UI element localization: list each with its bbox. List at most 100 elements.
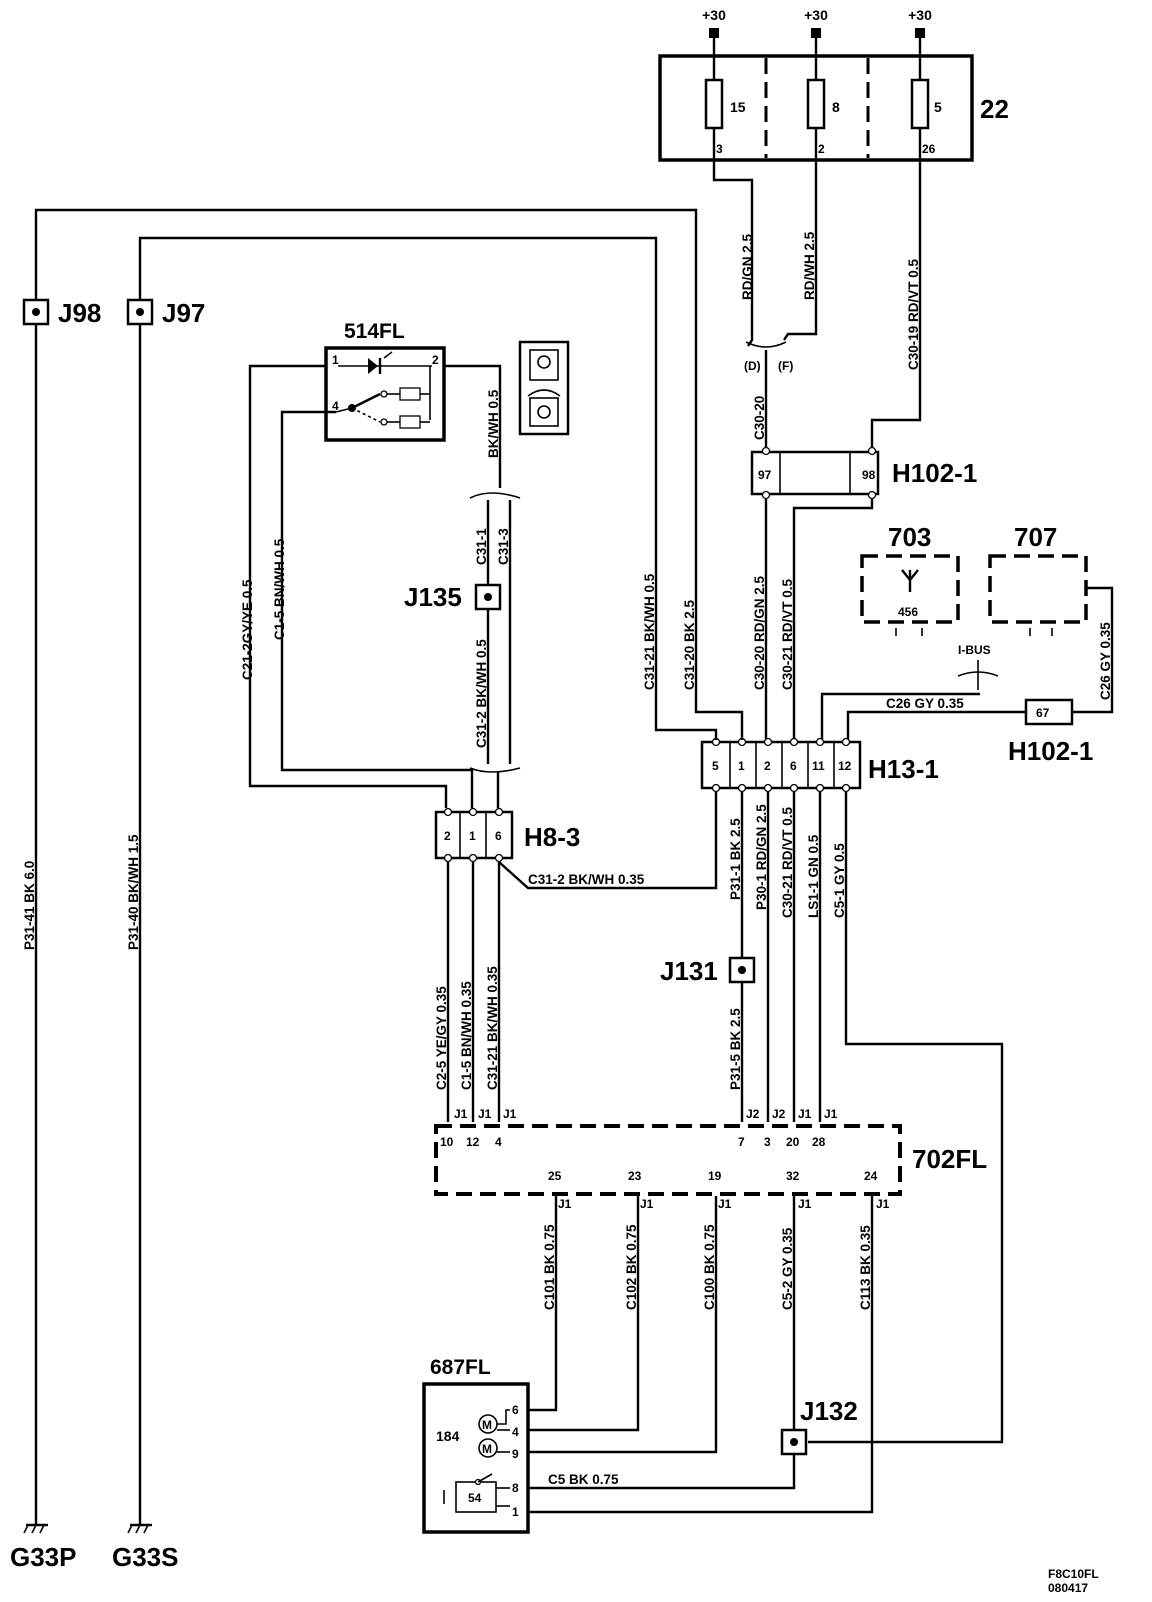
- splice-j98: J98: [22, 298, 101, 328]
- svg-text:G33P: G33P: [10, 1542, 77, 1572]
- supply-feed-2: +30: [804, 7, 828, 80]
- splice-j97: J97: [126, 298, 205, 328]
- svg-text:RD/GN 2.5: RD/GN 2.5: [740, 233, 755, 300]
- i-bus: I-BUS: [957, 643, 999, 690]
- svg-text:H102-1: H102-1: [892, 458, 977, 488]
- svg-text:5: 5: [712, 759, 719, 773]
- svg-text:6: 6: [495, 829, 502, 843]
- svg-text:12: 12: [838, 759, 852, 773]
- connector-h102-1-top: 97 98 H102-1: [750, 446, 977, 500]
- svg-text:LS1-1 GN 0.5: LS1-1 GN 0.5: [806, 834, 821, 918]
- svg-text:C30-21 RD/VT 0.5: C30-21 RD/VT 0.5: [780, 806, 795, 918]
- svg-text:RD/WH 2.5: RD/WH 2.5: [802, 231, 817, 300]
- svg-text:C30-19 RD/VT 0.5: C30-19 RD/VT 0.5: [906, 258, 921, 370]
- fuse-5: [910, 78, 930, 130]
- svg-text:C31-1: C31-1: [474, 528, 489, 565]
- svg-text:M: M: [482, 1418, 492, 1432]
- splice-j132: J132: [780, 1396, 858, 1456]
- svg-text:J132: J132: [800, 1396, 858, 1426]
- supply-feed-3: +30: [908, 7, 932, 80]
- svg-text:P31-5 BK 2.5: P31-5 BK 2.5: [728, 1008, 743, 1090]
- svg-text:P30-1 RD/GN 2.5: P30-1 RD/GN 2.5: [754, 804, 769, 910]
- svg-text:J1: J1: [798, 1107, 812, 1121]
- svg-text:3: 3: [764, 1135, 771, 1149]
- svg-text:H13-1: H13-1: [868, 754, 939, 784]
- svg-text:C1-5 BN/WH 0.35: C1-5 BN/WH 0.35: [459, 981, 474, 1090]
- svg-text:2: 2: [764, 759, 771, 773]
- svg-text:707: 707: [1014, 522, 1057, 552]
- switch-514fl: 514FL 1 2 4: [324, 320, 446, 442]
- svg-text:98: 98: [862, 468, 876, 482]
- svg-text:9: 9: [512, 1447, 519, 1461]
- svg-text:J1: J1: [558, 1197, 572, 1211]
- svg-text:97: 97: [758, 468, 772, 482]
- svg-text:514FL: 514FL: [344, 320, 405, 343]
- splice-j131: J131: [660, 956, 756, 986]
- svg-text:2: 2: [818, 142, 825, 156]
- svg-text:J2: J2: [772, 1107, 786, 1121]
- svg-text:J1: J1: [640, 1197, 654, 1211]
- svg-text:67: 67: [1036, 706, 1050, 720]
- fuse-box-22: +30 +30 +30 15 3 8 2 5 26 22: [658, 7, 1009, 162]
- svg-text:4: 4: [495, 1135, 502, 1149]
- svg-text:23: 23: [628, 1169, 642, 1183]
- lock-icon: [518, 340, 570, 436]
- svg-text:C30-20: C30-20: [752, 396, 767, 440]
- fuse-15: [704, 78, 724, 130]
- svg-text:C113 BK 0.35: C113 BK 0.35: [858, 1225, 873, 1310]
- svg-text:C5-2 GY 0.35: C5-2 GY 0.35: [780, 1227, 795, 1310]
- motor-unit-687fl: 687FL 6 4 9 8 1 M M 184 54: [422, 1356, 530, 1534]
- svg-text:C26 GY 0.35: C26 GY 0.35: [886, 696, 964, 711]
- svg-text:(F): (F): [778, 359, 793, 373]
- svg-text:12: 12: [466, 1135, 480, 1149]
- fuse-output-wires: RD/GN 2.5 RD/WH 2.5 C30-19 RD/VT 0.5 (D)…: [712, 160, 922, 448]
- svg-text:19: 19: [708, 1169, 722, 1183]
- svg-text:456: 456: [898, 605, 918, 619]
- module-702fl: 702FL J1 10 J1 12 J1 4 J2 7 J2 3 J1 20 J…: [434, 1107, 987, 1211]
- svg-text:54: 54: [468, 1491, 482, 1505]
- svg-text:G33S: G33S: [112, 1542, 179, 1572]
- svg-text:J98: J98: [58, 298, 101, 328]
- svg-text:J1: J1: [876, 1197, 890, 1211]
- svg-text:J1: J1: [454, 1107, 468, 1121]
- svg-text:C31-21 BK/WH 0.5: C31-21 BK/WH 0.5: [642, 573, 657, 690]
- fuse-box-label: 22: [980, 94, 1009, 124]
- svg-text:2: 2: [432, 353, 439, 367]
- svg-text:+30: +30: [702, 7, 726, 23]
- svg-text:H8-3: H8-3: [524, 822, 580, 852]
- svg-text:11: 11: [812, 759, 825, 773]
- footer-date: 080417: [1048, 1581, 1088, 1595]
- ground-g33s: G33S: [112, 1523, 179, 1572]
- svg-text:C1-5 BN/WH 0.5: C1-5 BN/WH 0.5: [272, 538, 287, 640]
- svg-text:7: 7: [738, 1135, 745, 1149]
- svg-text:J97: J97: [162, 298, 205, 328]
- svg-text:C31-2 BK/WH 0.35: C31-2 BK/WH 0.35: [528, 872, 645, 887]
- svg-text:702FL: 702FL: [912, 1144, 987, 1174]
- svg-text:20: 20: [786, 1135, 800, 1149]
- svg-text:24: 24: [864, 1169, 878, 1183]
- svg-text:32: 32: [786, 1169, 800, 1183]
- svg-text:+30: +30: [908, 7, 932, 23]
- svg-text:P31-40 BK/WH 1.5: P31-40 BK/WH 1.5: [126, 834, 141, 950]
- svg-text:C5-1 GY 0.5: C5-1 GY 0.5: [832, 843, 847, 918]
- svg-text:15: 15: [730, 99, 746, 115]
- svg-text:(D): (D): [744, 359, 761, 373]
- svg-text:28: 28: [812, 1135, 826, 1149]
- svg-text:C101 BK 0.75: C101 BK 0.75: [542, 1224, 557, 1310]
- svg-text:5: 5: [934, 99, 942, 115]
- svg-text:6: 6: [512, 1403, 519, 1417]
- svg-text:C30-21 RD/VT 0.5: C30-21 RD/VT 0.5: [780, 578, 795, 690]
- svg-text:687FL: 687FL: [430, 1356, 491, 1379]
- svg-text:4: 4: [512, 1425, 519, 1439]
- svg-text:C31-2 BK/WH 0.5: C31-2 BK/WH 0.5: [474, 639, 489, 748]
- connector-h13-1: 5 1 2 6 11 12 H13-1: [700, 737, 939, 793]
- svg-text:J131: J131: [660, 956, 718, 986]
- connector-h102-1-pin67: 67 H102-1: [1008, 698, 1093, 766]
- ground-g33p: G33P: [10, 1523, 77, 1572]
- footer-ref: F8C10FL: [1048, 1567, 1099, 1581]
- svg-text:6: 6: [790, 759, 797, 773]
- svg-text:1: 1: [512, 1505, 519, 1519]
- svg-text:J135: J135: [404, 582, 462, 612]
- svg-text:C100 BK 0.75: C100 BK 0.75: [702, 1224, 717, 1310]
- svg-text:J2: J2: [746, 1107, 760, 1121]
